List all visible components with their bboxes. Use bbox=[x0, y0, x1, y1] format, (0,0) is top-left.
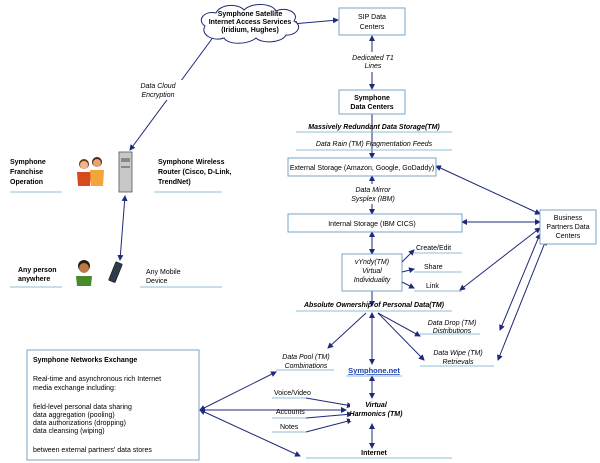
router-line2: Router (Cisco, D-Link, bbox=[158, 169, 232, 176]
franchise-line2: Franchise bbox=[10, 169, 43, 176]
notes-label: Notes bbox=[280, 424, 299, 431]
vyndy-line1: vYndy(TM) bbox=[355, 259, 389, 266]
sip-line1: SIP Data bbox=[358, 14, 386, 21]
data-drop-line1: Data Drop (TM) bbox=[428, 320, 477, 327]
data-centers-line1: Symphone bbox=[354, 95, 390, 102]
internal-storage-label: Internal Storage (IBM CICS) bbox=[328, 221, 416, 228]
exchange-desc2: media exchange including: bbox=[33, 385, 116, 392]
data-wipe-line2: Retrievals bbox=[442, 359, 474, 366]
data-pool-line2: Combinations bbox=[285, 363, 328, 370]
router-icon bbox=[118, 151, 133, 193]
exchange-item2: data aggregation (pooling) bbox=[33, 412, 115, 419]
internet-label: Internet bbox=[361, 450, 387, 457]
franchise-line3: Operation bbox=[10, 179, 43, 186]
harmonics-line2: Harmonics (TM) bbox=[350, 411, 404, 418]
data-centers-line2: Data Centers bbox=[350, 104, 393, 111]
franchise-line1: Symphone bbox=[10, 159, 46, 166]
satellite-line3: (Iridium, Hughes) bbox=[221, 27, 279, 34]
business-partners-line2: Partners Data bbox=[546, 224, 589, 231]
create-edit-label: Create/Edit bbox=[416, 245, 451, 252]
data-mirror-line1: Data Mirror bbox=[355, 187, 391, 194]
sip-line2: Centers bbox=[360, 24, 385, 31]
data-pool-line1: Data Pool (TM) bbox=[282, 354, 329, 361]
data-cloud-line1: Data Cloud bbox=[140, 83, 176, 90]
massive-storage-title: Massively Redundant Data Storage(TM) bbox=[308, 124, 440, 131]
data-mirror-line2: Sysplex (IBM) bbox=[351, 196, 395, 203]
satellite-line2: Internet Access Services bbox=[209, 19, 292, 26]
voice-video-label: Voice/Video bbox=[274, 390, 311, 397]
vyndy-line2: Virtual bbox=[362, 268, 382, 275]
accounts-label: Accounts bbox=[276, 409, 305, 416]
share-label: Share bbox=[424, 264, 443, 271]
vyndy-line3: Individuality bbox=[354, 277, 391, 284]
business-partners-box: Business Partners Data Centers bbox=[539, 209, 597, 245]
connector-lines bbox=[117, 17, 547, 457]
business-partners-line1: Business bbox=[554, 215, 583, 222]
data-wipe-line1: Data Wipe (TM) bbox=[433, 350, 482, 357]
absolute-ownership-title: Absolute Ownership of Personal Data(TM) bbox=[303, 302, 445, 309]
virtual-harmonics: Virtual Harmonics (TM) bbox=[350, 399, 404, 421]
link-label: Link bbox=[426, 283, 439, 290]
t1-line1: Dedicated T1 bbox=[352, 55, 394, 62]
exchange-item4: data cleansing (wiping) bbox=[33, 428, 105, 435]
satellite-line1: Symphone Satellite bbox=[218, 11, 283, 18]
internal-storage-box: Internal Storage (IBM CICS) bbox=[287, 213, 463, 233]
mobile-device-icon bbox=[108, 261, 123, 283]
person-icon bbox=[76, 260, 92, 286]
satellite-cloud: Symphone Satellite Internet Access Servi… bbox=[200, 4, 299, 44]
vyndy-box: vYndy(TM) Virtual Individuality bbox=[341, 253, 403, 292]
data-drop-line2: Distributions bbox=[433, 328, 472, 335]
mobile-line2: Device bbox=[146, 278, 168, 285]
exchange-item1: field-level personal data sharing bbox=[33, 404, 132, 411]
t1-line2: Lines bbox=[365, 63, 382, 70]
data-rain-label: Data Rain (TM) Fragmentation Feeds bbox=[316, 141, 433, 148]
router-line3: TrendNet) bbox=[158, 179, 191, 186]
any-person-line2: anywhere bbox=[18, 276, 50, 283]
router-line1: Symphone Wireless bbox=[158, 159, 225, 166]
external-storage-label: External Storage (Amazon, Google, GoDadd… bbox=[290, 165, 434, 172]
networks-exchange-box: Symphone Networks Exchange Real-time and… bbox=[26, 349, 200, 461]
symphone-net-link[interactable]: Symphone.net bbox=[348, 366, 400, 375]
exchange-desc1: Real-time and asynchronous rich Internet bbox=[33, 376, 161, 383]
any-person-line1: Any person bbox=[18, 267, 57, 274]
external-storage-box: External Storage (Amazon, Google, GoDadd… bbox=[287, 157, 437, 177]
business-partners-line3: Centers bbox=[556, 233, 581, 240]
symphone-data-centers-box: Symphone Data Centers bbox=[338, 89, 406, 115]
sip-data-centers-box: SIP Data Centers bbox=[338, 7, 406, 36]
harmonics-line1: Virtual bbox=[365, 402, 388, 409]
underline-accents bbox=[10, 131, 494, 459]
cloud-shape bbox=[200, 4, 299, 44]
exchange-footer: between external partners' data stores bbox=[33, 447, 152, 454]
data-cloud-line2: Encryption bbox=[141, 92, 174, 99]
mobile-line1: Any Mobile bbox=[146, 269, 181, 276]
franchise-people-icon bbox=[77, 157, 104, 186]
exchange-title: Symphone Networks Exchange bbox=[33, 357, 137, 364]
exchange-item3: data authorizations (dropping) bbox=[33, 420, 126, 427]
